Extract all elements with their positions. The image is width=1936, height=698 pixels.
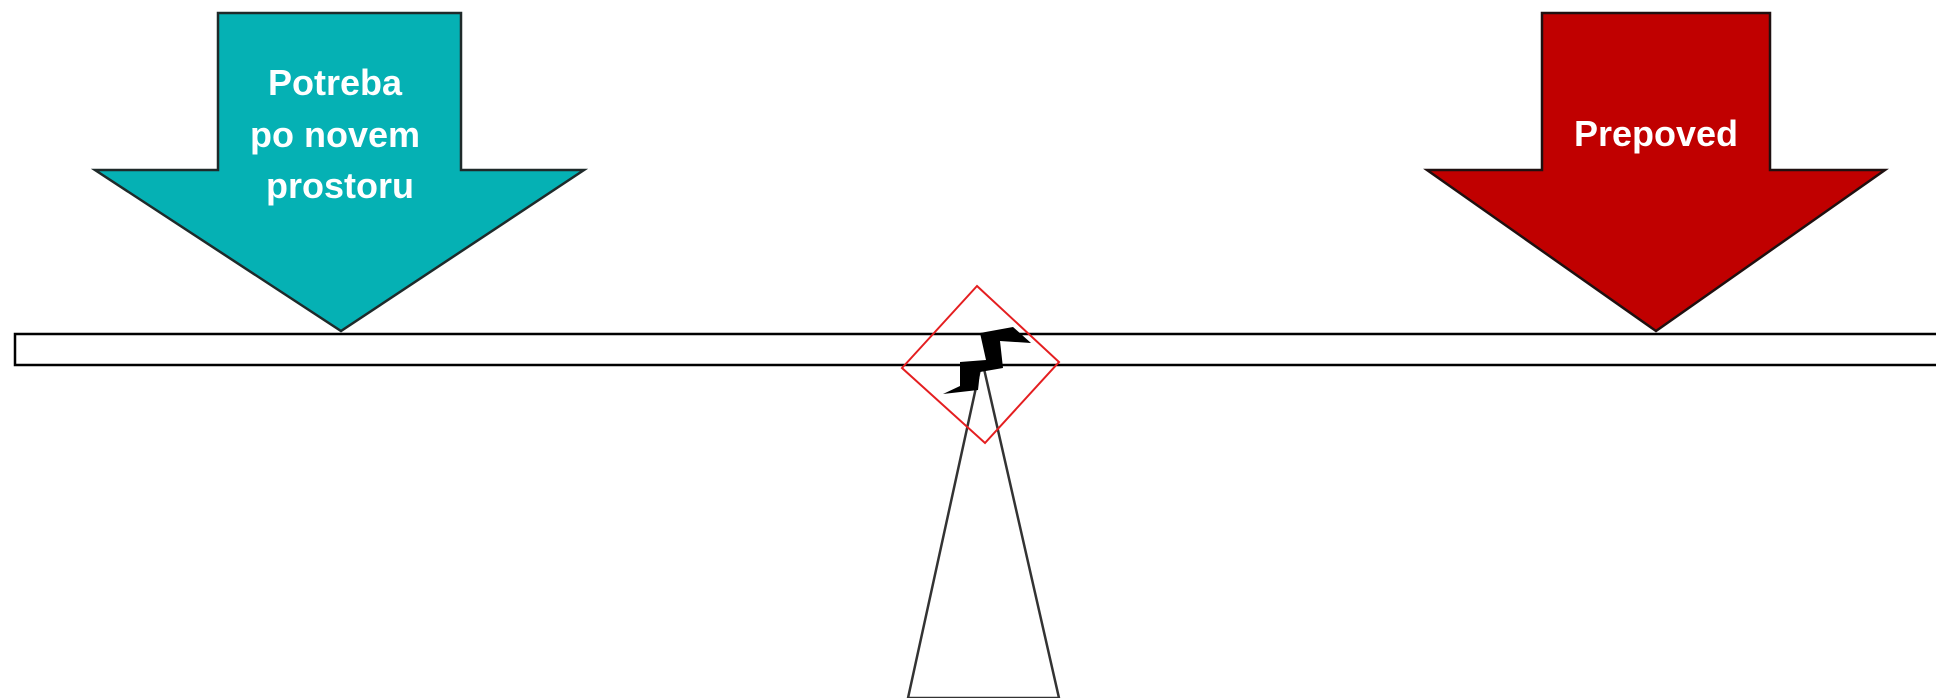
left-arrow-label-line: po novem: [250, 114, 420, 155]
left-arrow-label-line: Potreba: [268, 62, 403, 103]
left-force-arrow: Potreba po novem prostoru: [95, 13, 584, 331]
fulcrum-triangle: [908, 360, 1059, 698]
right-arrow-shape: [1427, 13, 1885, 331]
right-arrow-label: Prepoved: [1574, 113, 1738, 154]
left-arrow-label: Potreba po novem prostoru: [250, 62, 430, 206]
balance-beam: [15, 334, 1936, 365]
right-force-arrow: Prepoved: [1427, 13, 1885, 331]
left-arrow-label-line: prostoru: [266, 165, 414, 206]
right-arrow-label-line: Prepoved: [1574, 113, 1738, 154]
